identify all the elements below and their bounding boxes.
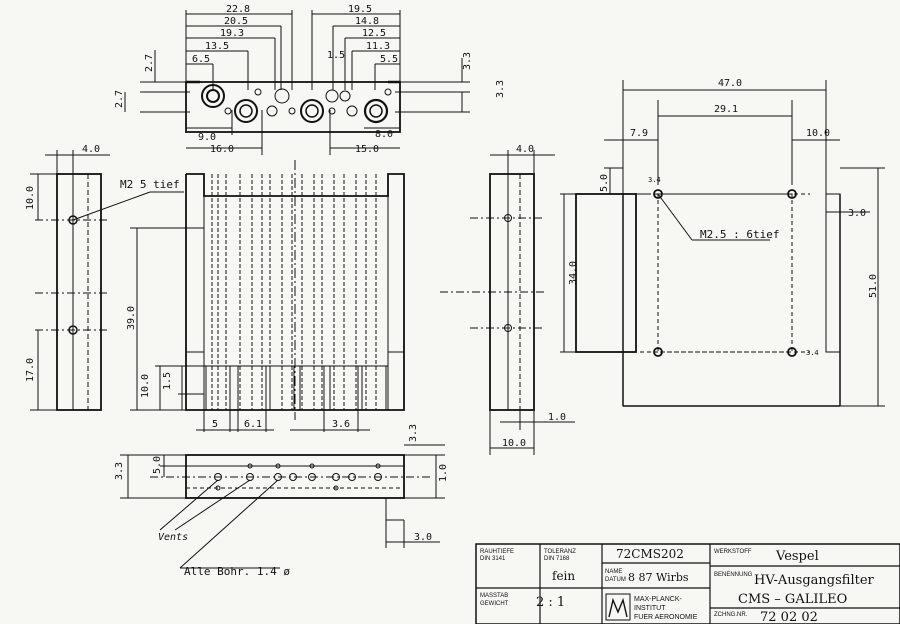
dim-5-5: 5.5 — [380, 54, 398, 65]
dim-15-0: 15.0 — [355, 144, 379, 155]
value-toleranz: fein — [552, 569, 575, 583]
dim-6-1: 6.1 — [244, 419, 262, 430]
callout-m2-tief: M2 5 tief — [120, 178, 180, 191]
dim-9-0: 9.0 — [198, 132, 216, 143]
dim-10-0-front: 10.0 — [140, 374, 151, 398]
dim-4-0-side: 4.0 — [516, 144, 534, 155]
dim-19-5: 19.5 — [348, 4, 372, 15]
drawing-number: 72CMS202 — [616, 547, 684, 561]
dim-3-6: 3.6 — [332, 419, 350, 430]
dim-22-8: 22.8 — [226, 4, 250, 15]
label-name: NAME — [605, 569, 622, 575]
dim-2-7-b: 2.7 — [114, 90, 125, 108]
label-masstab: MASSTAB — [480, 593, 508, 599]
label-gewicht: GEWICHT — [480, 601, 509, 607]
value-masstab: 2 : 1 — [536, 595, 565, 610]
dim-5-0-bottom: 5.0 — [152, 456, 163, 474]
label-benennung: BENENNUNG — [714, 572, 753, 578]
dim-1-5-front: 1.5 — [162, 372, 173, 390]
dim-5: 5 — [212, 419, 218, 430]
dim-10-0-left: 10.0 — [25, 186, 36, 210]
dim-17-0: 17.0 — [25, 358, 36, 382]
dim-3-0-right: 3.0 — [848, 208, 866, 219]
dim-39-0: 39.0 — [126, 306, 137, 330]
dim-2-7-a: 2.7 — [144, 54, 155, 72]
dim-1-0-bottom: 1.0 — [438, 464, 449, 482]
dim-14-8: 14.8 — [355, 16, 379, 27]
label-zchng: ZCHNG.NR. — [714, 612, 748, 618]
dim-10-0-right: 10.0 — [806, 128, 830, 139]
callout-m2-5-tief: M2.5 : 6tief — [700, 228, 779, 241]
institute-line-2: INSTITUT — [634, 605, 666, 612]
dim-10-0-side: 10.0 — [502, 438, 526, 449]
dim-19-3: 19.3 — [220, 28, 244, 39]
left-side-view — [30, 150, 184, 411]
side-view-dims: 4.0 1.0 10.0 — [502, 144, 566, 449]
institute-line-1: MAX-PLANCK- — [634, 596, 683, 603]
dim-3-3-bottom-a: 3.3 — [114, 462, 125, 480]
dim-3-3-a: 3.3 — [462, 52, 473, 70]
dim-29-1: 29.1 — [714, 104, 738, 115]
value-zchng: 72 02 02 — [760, 610, 818, 624]
dim-4-0-left: 4.0 — [82, 144, 100, 155]
dim-3-0-bottom: 3.0 — [414, 532, 432, 543]
dim-51-0: 51.0 — [868, 274, 879, 298]
value-benennung: HV-Ausgangsfilter — [754, 573, 875, 588]
dim-1-5: 1.5 — [327, 50, 345, 61]
dim-6-5: 6.5 — [192, 54, 210, 65]
bottom-view-dims: 3.3 5.0 3.3 1.0 3.0 Vents Alle Bohr. 1.4… — [114, 424, 449, 578]
top-view-dims: 22.8 20.5 19.3 13.5 6.5 19.5 14.8 12.5 1… — [114, 4, 506, 155]
front-view — [130, 160, 405, 432]
dim-47-0: 47.0 — [718, 78, 742, 89]
value-werkstoff: Vespel — [775, 549, 819, 564]
institute-line-3: FUER AERONOMIE — [634, 614, 698, 621]
dim-12-5: 12.5 — [362, 28, 386, 39]
label-datum: DATUM — [605, 577, 626, 583]
side-view — [440, 150, 575, 455]
dim-3-3-bottom-b: 3.3 — [408, 424, 419, 442]
dim-34-0: 34.0 — [568, 261, 579, 285]
corner-label-top-left: 3.4 — [648, 176, 661, 184]
title-block — [475, 543, 900, 624]
dim-13-5: 13.5 — [205, 41, 229, 52]
dim-1-0-side: 1.0 — [548, 412, 566, 423]
right-view-dims: 47.0 29.1 7.9 10.0 5.0 3.0 34.0 51.0 M2.… — [568, 78, 879, 357]
dim-3-3-b: 3.3 — [495, 80, 506, 98]
dim-16-0: 16.0 — [210, 144, 234, 155]
dim-20-5: 20.5 — [224, 16, 248, 27]
dim-8-0: 8.0 — [375, 129, 393, 140]
right-view — [560, 80, 885, 407]
dim-11-3: 11.3 — [366, 41, 390, 52]
value-name-datum: 8 87 Wirbs — [628, 571, 689, 584]
left-side-dims: 4.0 10.0 17.0 M2 5 tief — [25, 144, 180, 382]
top-view — [124, 10, 470, 155]
note-bohrungen: Alle Bohr. 1.4 ø — [184, 565, 290, 578]
label-werkstoff: WERKSTOFF — [714, 549, 752, 555]
value-project: CMS – GALILEO — [738, 592, 847, 607]
bottom-view — [120, 444, 445, 569]
front-view-dims: 39.0 10.0 1.5 5 6.1 3.6 — [126, 306, 350, 430]
corner-label-bottom-right: 3.4 — [806, 349, 819, 357]
dim-7-9: 7.9 — [630, 128, 648, 139]
dim-5-0-right: 5.0 — [599, 174, 610, 192]
note-vents: Vents — [158, 532, 188, 543]
